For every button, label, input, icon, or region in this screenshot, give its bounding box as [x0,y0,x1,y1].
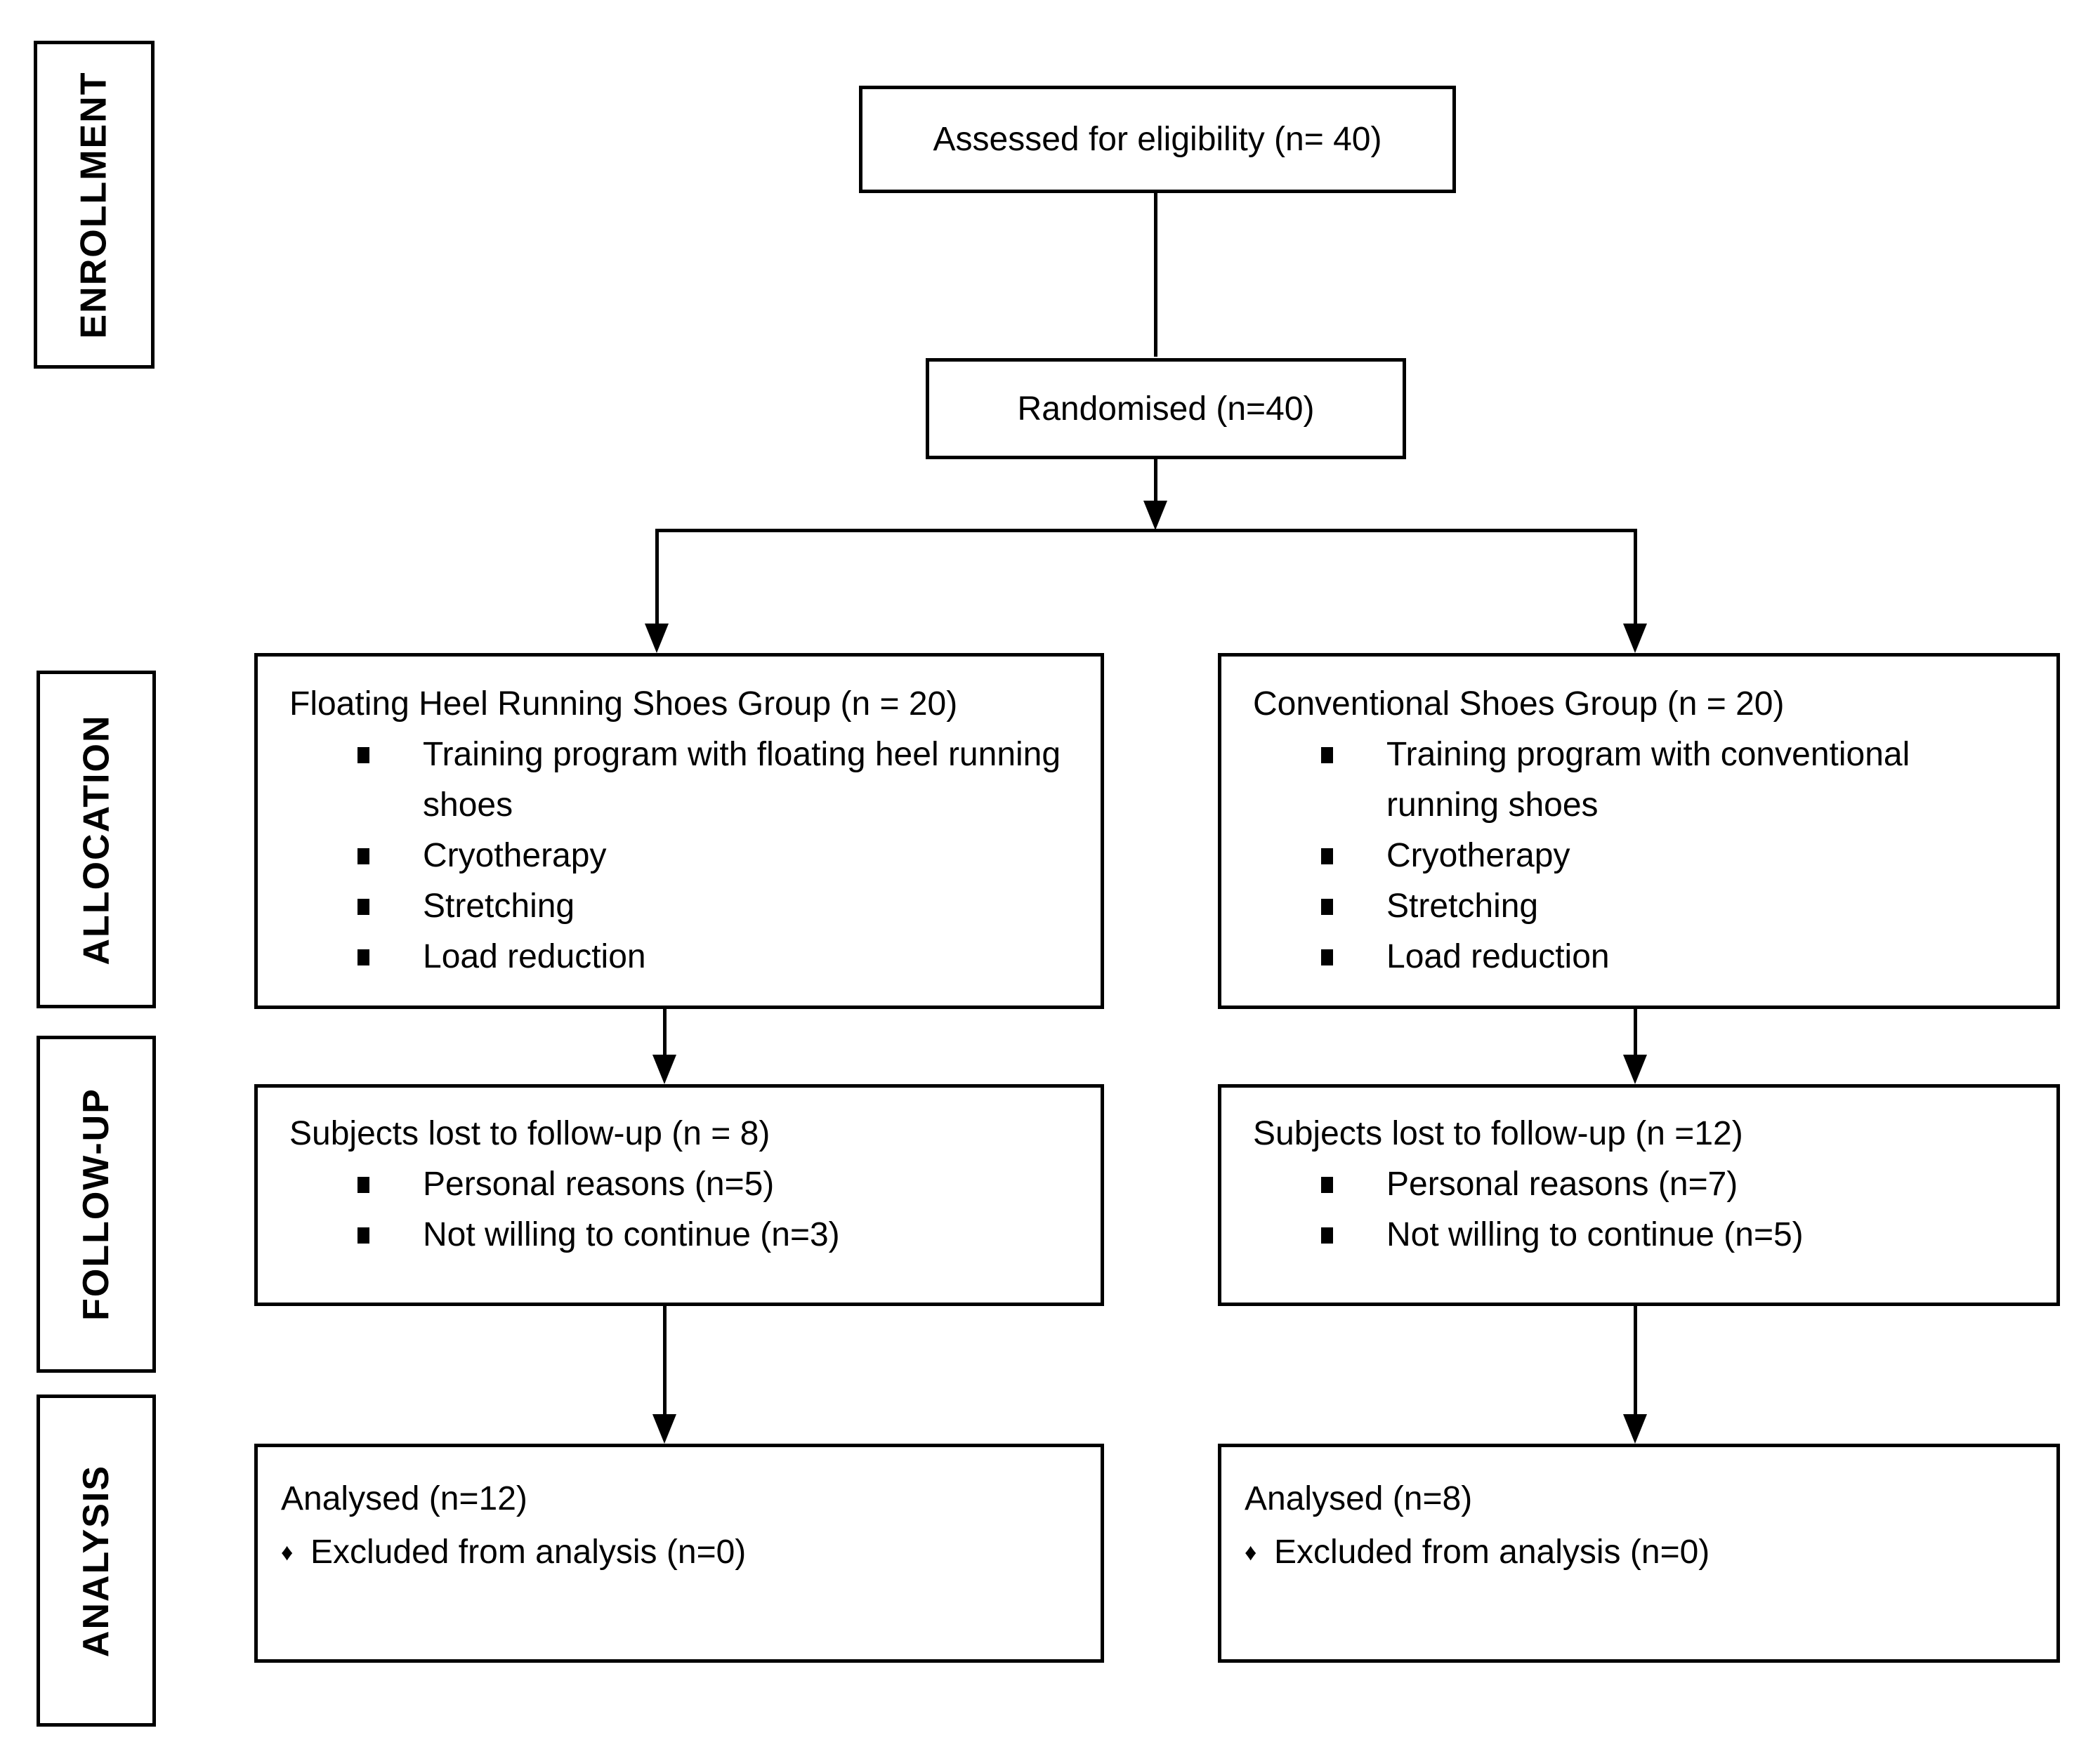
allocation-left-title: Floating Heel Running Shoes Group (n = 2… [289,685,958,723]
stage-label-followup: FOLLOW-UP [76,1088,117,1321]
square-bullet-icon [356,1210,423,1260]
stage-box-allocation: ALLOCATION [37,671,156,1008]
connector-split-to-allocation-left [655,529,659,624]
followup-right-title: Subjects lost to follow-up (n =12) [1253,1115,1743,1152]
arrowhead-analysis-right [1623,1414,1647,1444]
list-item: Personal reasons (n=7) [1253,1159,2028,1210]
square-bullet-icon [356,831,423,881]
list-item: Stretching [1253,881,2028,932]
list-item: ♦ Excluded from analysis (n=0) [281,1526,1072,1579]
arrowhead-followup-left [652,1055,676,1084]
square-bullet-icon [1320,730,1386,831]
followup-right-box: Subjects lost to follow-up (n =12) Perso… [1218,1084,2060,1306]
diamond-bullet-icon: ♦ [1245,1539,1257,1566]
square-bullet-icon [1320,1159,1386,1210]
allocation-right-title: Conventional Shoes Group (n = 20) [1253,685,1785,723]
list-item: Cryotherapy [1253,831,2028,881]
connector-split-to-allocation-right [1634,529,1637,624]
connector-followup-to-analysis-left [663,1306,667,1414]
analysis-right-box: Analysed (n=8) ♦ Excluded from analysis … [1218,1444,2060,1663]
connector-assessed-to-randomised [1154,193,1157,357]
square-bullet-icon [1320,881,1386,932]
list-item: Not willing to continue (n=5) [1253,1210,2028,1260]
assessed-eligibility-text: Assessed for eligibility (n= 40) [933,121,1382,158]
list-item: Personal reasons (n=5) [289,1159,1072,1210]
stage-label-analysis: ANALYSIS [76,1464,117,1657]
square-bullet-icon [1320,1210,1386,1260]
stage-box-analysis: ANALYSIS [37,1395,156,1727]
allocation-left-box: Floating Heel Running Shoes Group (n = 2… [254,653,1104,1009]
list-item: Training program with conventional runni… [1253,730,2028,831]
followup-left-box: Subjects lost to follow-up (n = 8) Perso… [254,1084,1104,1306]
allocation-right-box: Conventional Shoes Group (n = 20) Traini… [1218,653,2060,1009]
connector-allocation-to-followup-right [1634,1009,1637,1055]
connector-followup-to-analysis-right [1634,1306,1637,1414]
list-item: Training program with floating heel runn… [289,730,1072,831]
analysis-left-box: Analysed (n=12) ♦ Excluded from analysis… [254,1444,1104,1663]
list-item: Stretching [289,881,1072,932]
stage-box-enrollment: ENROLLMENT [34,41,155,369]
list-item: ♦ Excluded from analysis (n=0) [1245,1526,2028,1579]
arrowhead-allocation-left [645,624,669,653]
square-bullet-icon [1320,932,1386,982]
square-bullet-icon [356,932,423,982]
list-item: Load reduction [289,932,1072,982]
assessed-eligibility-box: Assessed for eligibility (n= 40) [859,86,1456,193]
square-bullet-icon [356,730,423,831]
square-bullet-icon [1320,831,1386,881]
diamond-bullet-icon: ♦ [281,1539,294,1566]
list-item: Load reduction [1253,932,2028,982]
arrowhead-followup-right [1623,1055,1647,1084]
randomised-box: Randomised (n=40) [926,358,1406,459]
connector-randomised-to-split [1154,459,1157,501]
list-item: Not willing to continue (n=3) [289,1210,1072,1260]
stage-label-enrollment: ENROLLMENT [74,70,114,339]
stage-label-allocation: ALLOCATION [76,714,117,965]
arrowhead-analysis-left [652,1414,676,1444]
arrowhead-allocation-right [1623,624,1647,653]
stage-box-followup: FOLLOW-UP [37,1036,156,1373]
split-horizontal-line [657,529,1637,532]
analysis-left-title: Analysed (n=12) [281,1480,527,1517]
analysis-right-title: Analysed (n=8) [1245,1480,1473,1517]
list-item: Cryotherapy [289,831,1072,881]
followup-left-title: Subjects lost to follow-up (n = 8) [289,1115,770,1152]
arrowhead-randomised-to-split [1143,501,1167,530]
randomised-text: Randomised (n=40) [1017,390,1315,428]
square-bullet-icon [356,1159,423,1210]
connector-allocation-to-followup-left [663,1009,667,1055]
square-bullet-icon [356,881,423,932]
